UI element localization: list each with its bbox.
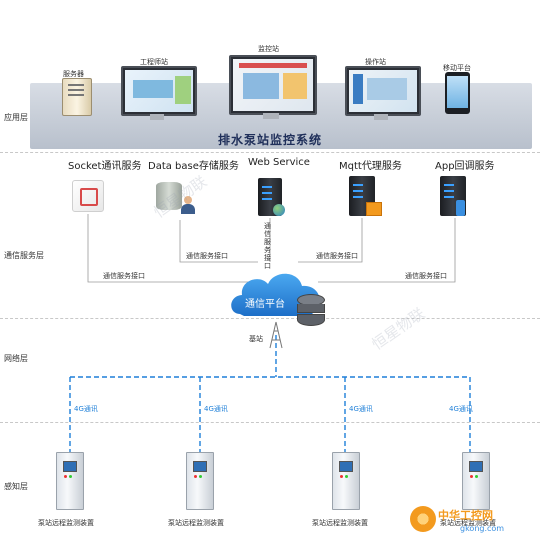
pump-station-device-icon [462,452,490,510]
layer-label-application: 应用层 [4,113,28,122]
device-label: 泵站远程监测装置 [440,519,496,527]
base-station-label: 基站 [249,335,263,343]
service-label-mqtt: Mqtt代理服务 [339,161,402,172]
pump-station-device-icon [56,452,84,510]
monitor-stand [263,113,279,119]
monitor-stand [374,114,388,120]
layer-label-perception: 感知层 [4,482,28,491]
antenna-icon [269,321,283,349]
service-label-socket: Socket通讯服务 [68,161,142,172]
device-label: 泵站远程监测装置 [168,519,224,527]
user-avatar-icon [180,196,196,216]
monitor-station-label: 监控站 [258,45,279,53]
interface-label-webservice: 通信服务接口 [264,222,271,270]
engineer-station-monitor-icon [121,66,197,116]
layer-separator [0,318,540,319]
layer-separator [0,152,540,153]
device-label: 泵站远程监测装置 [38,519,94,527]
pump-station-device-icon [186,452,214,510]
layer-separator [0,422,540,423]
interface-label-database: 通信服务接口 [186,252,228,260]
database-cylinder-icon [297,294,325,326]
monitor-stand [150,114,164,120]
database-service-icon [156,182,182,210]
globe-icon [273,204,285,216]
layer-label-comm-service: 通信服务层 [4,251,44,260]
gear-logo-icon [410,506,436,532]
engineer-station-label: 工程师站 [140,58,168,66]
link-label: 4G通讯 [204,405,228,413]
server-label: 服务器 [63,70,84,78]
interface-label-socket: 通信服务接口 [103,272,145,280]
layer-label-network: 网络层 [4,354,28,363]
link-label: 4G通讯 [74,405,98,413]
system-title: 排水泵站监控系统 [217,133,322,147]
link-label: 4G通讯 [349,405,373,413]
server-tower-icon [62,78,92,116]
interface-label-mqtt: 通信服务接口 [316,252,358,260]
platform-label: 通信平台 [245,299,285,310]
cylinder-icon [456,200,465,216]
mobile-platform-label: 移动平台 [443,64,471,72]
service-label-app-callback: App回调服务 [435,161,495,172]
monitor-station-monitor-icon [229,55,317,115]
pump-station-device-icon [332,452,360,510]
operator-station-monitor-icon [345,66,421,116]
operator-station-label: 操作站 [365,58,386,66]
service-label-webservice: Web Service [248,157,310,168]
brand-url: gkong.com [460,524,505,533]
device-label: 泵站远程监测装置 [312,519,368,527]
link-label: 4G通讯 [449,405,473,413]
socket-service-icon [72,180,104,212]
proxy-icon [366,202,382,216]
service-label-database: Data base存储服务 [148,161,239,172]
mobile-phone-icon [445,72,470,114]
brand-name: 中华工控网 [438,509,493,522]
interface-label-app-callback: 通信服务接口 [405,272,447,280]
